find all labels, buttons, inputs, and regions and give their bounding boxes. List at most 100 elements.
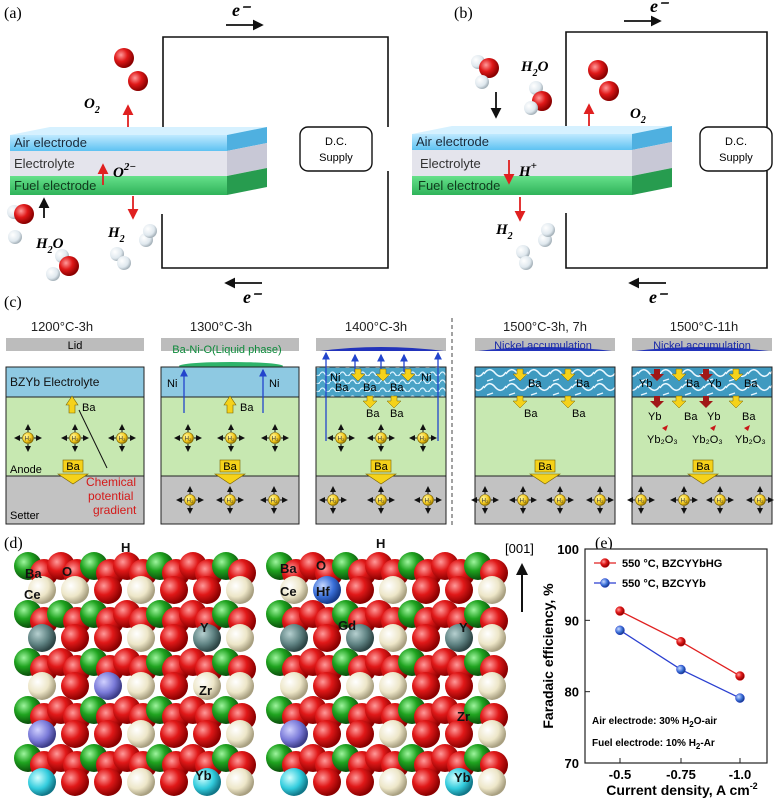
atom <box>445 768 473 796</box>
h2-molecule-2 <box>538 223 555 247</box>
y-tick-label: 80 <box>565 685 579 700</box>
atom <box>280 624 308 652</box>
h2-label: H2 <box>495 222 513 242</box>
fuel-electrode-label: Fuel electrode <box>14 178 96 193</box>
ba-label-3: Ba <box>524 408 538 420</box>
proton-icon <box>269 432 281 444</box>
dc-supply-box <box>699 126 773 172</box>
air-electrode-layer <box>10 135 227 151</box>
proton-icon-label: H₂ <box>378 499 385 505</box>
condition-label: 1200°C-3h <box>31 319 93 334</box>
yb2o3-marker-3 <box>744 425 750 431</box>
data-point <box>735 671 745 681</box>
proton-icon <box>375 494 387 506</box>
atom <box>127 768 155 796</box>
proton-icon <box>268 494 280 506</box>
legend-marker <box>600 578 610 588</box>
lid-bar <box>316 338 446 351</box>
proton-icon <box>678 494 690 506</box>
atom <box>346 768 374 796</box>
atom-label: Zr <box>457 709 470 724</box>
ba-source-label: Ba <box>696 461 710 473</box>
atom <box>61 624 89 652</box>
proton-icon <box>517 494 529 506</box>
proton-icon <box>417 432 429 444</box>
atom <box>412 768 440 796</box>
atom <box>346 672 374 700</box>
atom-label: Gd <box>338 618 356 633</box>
ni-label-left: Ni <box>167 378 177 390</box>
atom <box>61 720 89 748</box>
atom <box>61 672 89 700</box>
atom <box>160 720 188 748</box>
atom <box>61 576 89 604</box>
atom <box>379 576 407 604</box>
atom <box>226 624 254 652</box>
circuit-wire-bottom <box>565 171 768 269</box>
atom <box>379 672 407 700</box>
ba-source-label: Ba <box>66 461 80 473</box>
h2o-molecule-1 <box>7 204 34 244</box>
setter-label: Setter <box>10 510 40 522</box>
chart-note-air: Air electrode: 30% H2O-air <box>592 716 717 729</box>
proton-icon-label: H₂ <box>187 499 194 505</box>
atom <box>28 768 56 796</box>
condition-label: 1400°C-3h <box>345 319 407 334</box>
atom <box>280 720 308 748</box>
nickel-label: Nickel accumulation <box>494 340 592 352</box>
atom <box>127 576 155 604</box>
panel-a: (a) e⁻ e⁻ D.C. Supply Air electrode Elec… <box>4 0 389 307</box>
proton-icon <box>116 432 128 444</box>
h2-label: H2 <box>107 225 125 245</box>
electrolyte-label: Electrolyte <box>420 156 481 171</box>
atom <box>445 672 473 700</box>
data-point <box>676 664 686 675</box>
ba-source-box <box>62 459 84 473</box>
atom <box>193 576 221 604</box>
ba-label-2: Ba <box>363 382 377 394</box>
ba-label-4: Ba <box>572 408 586 420</box>
dc-supply-line2: Supply <box>319 152 353 164</box>
proton-icon-label: H₂ <box>378 437 385 443</box>
proton-icon <box>754 494 766 506</box>
h2-molecule-1 <box>516 245 533 270</box>
atom <box>226 672 254 700</box>
ba-label-3: Ba <box>390 382 404 394</box>
proton-icon <box>335 432 347 444</box>
proton-icon-label: H₂ <box>717 499 724 505</box>
dc-supply-line1: D.C. <box>325 136 347 148</box>
proton-icon <box>479 494 491 506</box>
atom <box>445 576 473 604</box>
atom-label: Ce <box>24 587 41 602</box>
ba-down-arrows <box>350 368 416 409</box>
atom-label: H <box>376 536 385 551</box>
data-point <box>615 625 625 636</box>
atom <box>412 624 440 652</box>
h2o-label: H2O <box>35 236 64 256</box>
ba-up-arrow <box>65 395 79 414</box>
proton-icon-label: H₂ <box>425 499 432 505</box>
proton-icon <box>327 494 339 506</box>
lid-label: Lid <box>68 340 83 352</box>
fuel-electrode-layer <box>412 176 632 195</box>
proton-icon <box>714 494 726 506</box>
atom-label: Y <box>200 620 209 635</box>
atom <box>313 576 341 604</box>
proton-icon-label: H₂ <box>25 437 32 443</box>
nickel-layer <box>320 347 444 351</box>
h2-molecule-2 <box>139 224 157 247</box>
x-tick-label: -1.0 <box>729 767 751 782</box>
proton-icon <box>225 432 237 444</box>
atom <box>346 624 374 652</box>
yb-down-arrows <box>650 369 713 408</box>
atom <box>94 672 122 700</box>
sinter-col-1500-11h: 1500°C-11h Nickel accumulation Yb Ba Yb <box>631 319 773 525</box>
ba-label-1: Ba <box>528 378 542 390</box>
chem-label-3: gradient <box>93 503 137 517</box>
electrolyte-layer <box>474 366 616 398</box>
ba-label-4: Ba <box>366 408 380 420</box>
atom <box>379 720 407 748</box>
y-tick-label: 70 <box>565 756 579 771</box>
